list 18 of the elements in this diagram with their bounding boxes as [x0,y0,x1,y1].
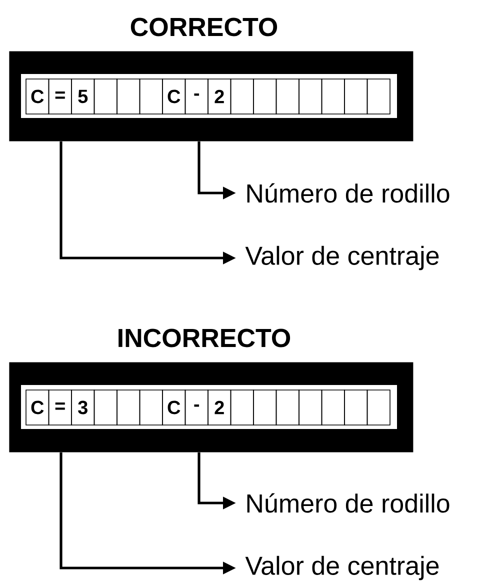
display-cell: = [48,78,72,114]
callout-text: Valor de centraje [245,246,439,270]
display-cell: C [162,78,186,114]
callout-text: Número de rodillo [247,493,450,513]
display-cell: 2 [208,390,232,426]
display-cell: C [26,78,50,114]
display-cell: - [184,78,208,114]
display-cell: 5 [71,78,95,114]
display-cell: = [48,390,72,426]
display-cell: 2 [208,78,232,114]
display-cell: - [184,390,208,426]
callout-text: Número de rodillo [247,183,450,203]
heading: INCORRECTO [118,328,290,348]
callout-text: Valor de centraje [245,556,439,580]
display-cell: 3 [71,390,95,426]
heading: CORRECTO [130,18,278,36]
display-cell: C [162,390,186,426]
display-cell: C [26,390,50,426]
